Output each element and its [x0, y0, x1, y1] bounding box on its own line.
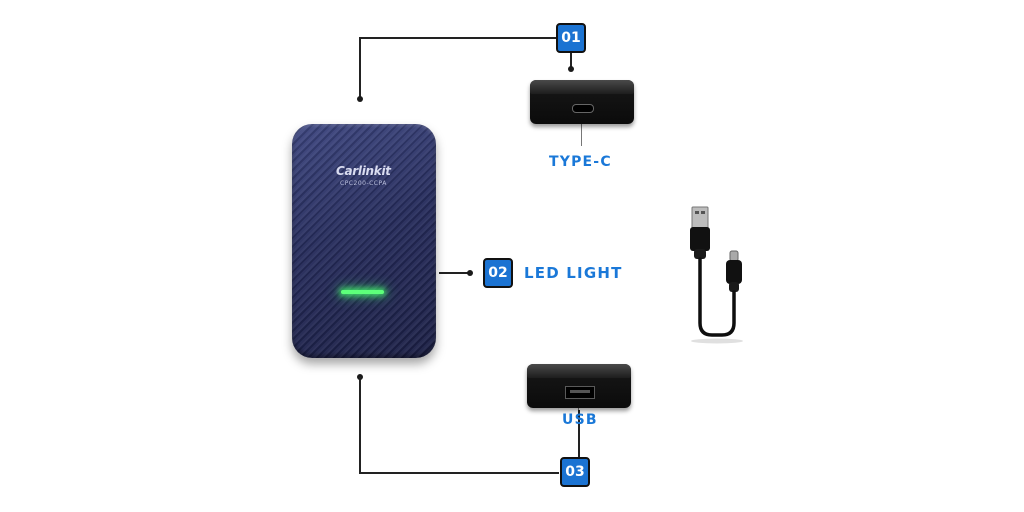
- connector-02-dot: [467, 270, 473, 276]
- callout-badge-03: 03: [560, 457, 590, 487]
- usb-cable-icon: [690, 206, 743, 344]
- type-c-leader-line: [581, 118, 582, 146]
- callout-badge-01: 01: [556, 23, 586, 53]
- connector-01-dot-left: [357, 96, 363, 102]
- connector-03-horizontal: [359, 472, 559, 474]
- device-top-edge: [527, 364, 631, 378]
- label-usb: USB: [562, 412, 598, 428]
- connector-02-horizontal: [439, 272, 471, 274]
- device-top-edge: [530, 80, 634, 94]
- device-side-view-type-c: [530, 80, 634, 124]
- adapter-brand-logo: Carlinkit: [336, 164, 391, 178]
- usb-port: [565, 386, 595, 399]
- connector-03-vertical-left: [359, 377, 361, 473]
- wireless-adapter-device: Carlinkit CPC200-CCPA: [292, 124, 436, 358]
- label-type-c: TYPE-C: [549, 154, 612, 170]
- connector-01-horizontal: [359, 37, 557, 39]
- label-led-light: LED LIGHT: [524, 264, 623, 282]
- callout-badge-02: 02: [483, 258, 513, 288]
- connector-03-vertical-right: [578, 410, 580, 458]
- type-c-port: [572, 104, 594, 113]
- led-light-indicator: [341, 290, 384, 294]
- connector-01-dot-right: [568, 66, 574, 72]
- adapter-model-text: CPC200-CCPA: [340, 180, 387, 187]
- device-side-view-usb: [527, 364, 631, 408]
- connector-01-vertical-left: [359, 37, 361, 99]
- connector-01-vertical-right: [570, 52, 572, 68]
